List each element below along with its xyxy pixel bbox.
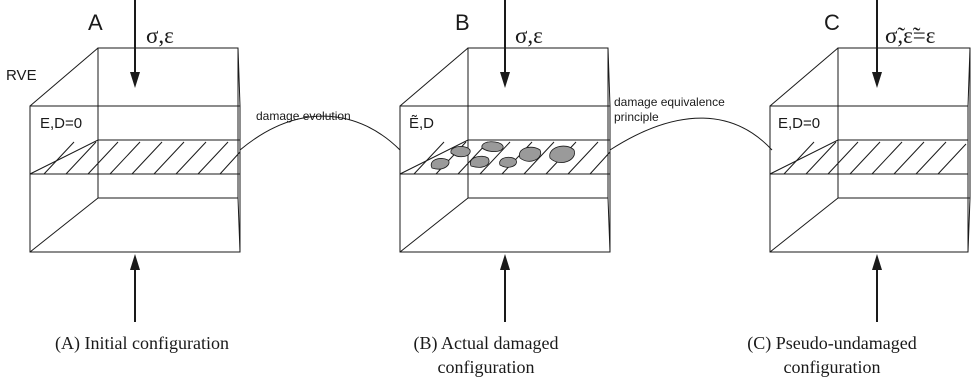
connector-damage-equivalence: damage equivalence principle	[609, 95, 773, 151]
panel-b-caption-line-1: (B) Actual damaged	[414, 333, 559, 354]
damage-void	[450, 146, 471, 158]
panel-c-properties: E,D=0	[778, 115, 820, 132]
damage-void	[469, 155, 490, 168]
panel-b-properties: Ẽ,D	[409, 115, 434, 132]
panel-b-damage-voids	[430, 141, 575, 170]
panel-a-bottom-arrow	[130, 254, 140, 322]
panel-c-caption-line-1: (C) Pseudo-undamaged	[747, 333, 916, 354]
panel-c-caption-line-2: configuration	[784, 357, 881, 377]
panel-b-rve-cube	[399, 47, 611, 253]
panel-c-letter: C	[824, 10, 840, 35]
panel-a-top-arrow	[130, 0, 140, 88]
damage-void	[518, 146, 542, 162]
damage-void	[430, 158, 450, 170]
panel-b: B σ,ε	[399, 0, 611, 377]
panel-a-letter: A	[88, 10, 103, 35]
panel-c: C σ̃,ε̃=ε E,D=0 (C) P	[747, 0, 971, 377]
panel-c-rve-cube	[769, 47, 971, 253]
panel-c-load-label: σ̃,ε̃=ε	[885, 23, 935, 48]
panel-c-hatched-section	[769, 139, 969, 175]
panel-a-hatched-section	[29, 139, 241, 175]
panel-b-top-arrow	[500, 0, 510, 88]
panel-c-bottom-arrow	[872, 254, 882, 322]
panel-b-bottom-arrow	[500, 254, 510, 322]
panel-b-letter: B	[455, 10, 470, 35]
panel-c-top-arrow	[872, 0, 882, 88]
panel-b-caption-line-2: configuration	[438, 357, 535, 377]
panel-a-properties: E,D=0	[40, 115, 82, 132]
rve-label: RVE	[6, 67, 37, 84]
panel-a-rve-cube	[29, 47, 241, 253]
panel-a-caption-line-1: (A) Initial configuration	[55, 333, 229, 354]
damage-void	[549, 145, 575, 163]
connector-damage-evolution: damage evolution	[239, 109, 401, 151]
connector-label-damage-equivalence-line-2: principle	[614, 110, 659, 124]
damage-void	[481, 141, 504, 152]
panel-b-hatched-section	[399, 139, 611, 175]
panel-a-load-label: σ,ε	[146, 23, 174, 48]
damage-void	[499, 156, 517, 168]
panel-b-load-label: σ,ε	[515, 23, 543, 48]
connector-label-damage-equivalence-line-1: damage equivalence	[614, 95, 725, 109]
connector-label-damage-evolution: damage evolution	[256, 109, 351, 123]
panel-a: A σ,ε RVE E,D=0	[6, 0, 241, 354]
